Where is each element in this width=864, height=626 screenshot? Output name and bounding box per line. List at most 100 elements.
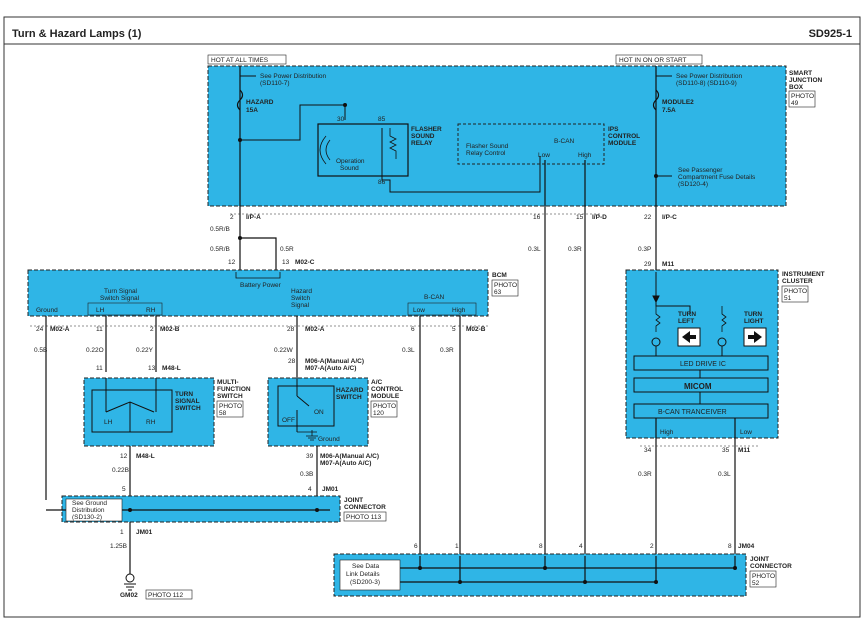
mfs-lh-label: LH <box>104 419 113 426</box>
svg-text:M11: M11 <box>662 261 675 268</box>
svg-text:M02-A: M02-A <box>50 326 70 333</box>
svg-text:SWITCH: SWITCH <box>336 394 362 401</box>
svg-text:TURN: TURN <box>744 311 762 318</box>
turn-lh-label: LH <box>96 307 105 314</box>
cluster-led-feed <box>655 302 691 314</box>
svg-text:See Data: See Data <box>352 563 379 570</box>
turn-left-label: TURN LEFT <box>678 311 696 325</box>
ips-module-label: IPS CONTROL MODULE <box>608 126 640 147</box>
svg-text:(SD130-2): (SD130-2) <box>72 514 102 521</box>
svg-text:15: 15 <box>576 214 584 221</box>
svg-text:M07-A(Auto A/C): M07-A(Auto A/C) <box>305 365 356 372</box>
splice-dot <box>238 138 242 142</box>
svg-text:INSTRUMENT: INSTRUMENT <box>782 271 825 278</box>
svg-text:8: 8 <box>728 543 732 550</box>
svg-text:Switch: Switch <box>291 295 311 302</box>
svg-text:22: 22 <box>644 214 652 221</box>
svg-text:BOX: BOX <box>789 84 804 91</box>
svg-text:M07-A(Auto A/C): M07-A(Auto A/C) <box>320 460 371 467</box>
splice-dot <box>343 103 347 107</box>
svg-text:1: 1 <box>455 543 459 550</box>
hot-in-on-box <box>615 54 703 65</box>
ground-icon <box>297 430 318 441</box>
module2-fuse-label: MODULE2 7.5A <box>662 99 694 114</box>
svg-text:Switch Signal: Switch Signal <box>100 295 140 302</box>
svg-text:16: 16 <box>533 214 541 221</box>
svg-text:SOUND: SOUND <box>411 133 435 140</box>
svg-text:I/P-D: I/P-D <box>592 214 607 221</box>
splice-dot <box>238 236 242 240</box>
svg-text:34: 34 <box>644 447 652 454</box>
led-drive-box <box>633 355 769 371</box>
svg-text:A/C: A/C <box>371 379 383 386</box>
ips-low-label: Low <box>538 152 550 159</box>
svg-text:0.22O: 0.22O <box>86 347 104 354</box>
bcm-title: BCM <box>492 272 507 279</box>
see-power-left: See Power Distribution (SD110-7) <box>260 73 326 87</box>
turn-sig-label: Turn Signal Switch Signal <box>100 288 140 302</box>
svg-text:11: 11 <box>96 365 103 372</box>
jr-pins: 6 1 8 4 2 8 JM04 <box>414 543 755 550</box>
svg-text:(SD110-7): (SD110-7) <box>260 80 290 87</box>
svg-text:M48-L: M48-L <box>136 453 155 460</box>
svg-text:29: 29 <box>644 261 652 268</box>
svg-text:CONTROL: CONTROL <box>371 386 403 393</box>
svg-text:SMART: SMART <box>789 70 812 77</box>
svg-text:Link Details: Link Details <box>346 571 380 578</box>
cluster-title: INSTRUMENT CLUSTER <box>782 271 825 285</box>
splice-dot <box>654 174 658 178</box>
svg-text:0.5B: 0.5B <box>34 347 47 354</box>
svg-text:I/P-C: I/P-C <box>662 214 677 221</box>
hazard-sig-label: Hazard Switch Signal <box>291 288 312 309</box>
cluster-high-label: High <box>660 429 674 436</box>
relay-sound-label: Operation Sound <box>336 158 365 172</box>
svg-text:(SD120-4): (SD120-4) <box>678 181 708 188</box>
svg-text:Flasher Sound: Flasher Sound <box>466 143 509 150</box>
ac-ground-label: Ground <box>318 436 340 443</box>
joint-right-title: JOINT CONNECTOR <box>750 556 792 570</box>
turn-switch-frame <box>91 389 173 433</box>
wire-labels-mid: 0.5B 0.22O 0.22Y 0.22W 0.3L 0.3R <box>34 347 454 354</box>
svg-text:0.22Y: 0.22Y <box>136 347 154 354</box>
module2-fuse-icon <box>652 89 660 111</box>
joint-left-photo-box <box>343 511 387 522</box>
svg-text:0.3R: 0.3R <box>568 246 582 253</box>
svg-text:7.5A: 7.5A <box>662 107 676 114</box>
svg-text:MODULE: MODULE <box>608 140 637 147</box>
svg-text:JOINT: JOINT <box>750 556 769 563</box>
hazard-fuse-label: HAZARD 15A <box>246 99 274 114</box>
svg-text:0.5R: 0.5R <box>280 246 294 253</box>
relay-ctrl-wire <box>381 128 541 193</box>
svg-text:Distribution: Distribution <box>72 507 105 514</box>
see-ground-box <box>65 498 123 522</box>
led-drive-label: LED DRIVE IC <box>680 361 726 368</box>
cluster-photo: PHOTO 51 <box>784 288 807 302</box>
ac-photo: PHOTO 120 <box>373 403 396 417</box>
page-border <box>3 16 861 618</box>
svg-text:TURN: TURN <box>175 391 193 398</box>
svg-text:0.22B: 0.22B <box>112 467 129 474</box>
hot-at-all-times-label: HOT AT ALL TIMES <box>211 57 269 64</box>
ac-bottom-conn: 39 M06-A(Manual A/C) M07-A(Auto A/C) 0.3… <box>300 453 379 478</box>
svg-text:0.3B: 0.3B <box>300 471 313 478</box>
micom-box <box>633 377 769 393</box>
svg-text:See Ground: See Ground <box>72 500 107 507</box>
see-power-right: See Power Distribution (SD110-8) (SD110-… <box>676 73 742 87</box>
bcm-high-label: High <box>452 307 466 314</box>
svg-text:PHOTO: PHOTO <box>219 403 242 410</box>
svg-text:4: 4 <box>579 543 583 550</box>
sjb-photo: PHOTO 49 <box>791 93 814 107</box>
svg-text:PHOTO: PHOTO <box>373 403 396 410</box>
splice-dot <box>128 508 132 512</box>
jl-top-pins: 5 4 JM01 <box>122 486 339 493</box>
svg-text:LEFT: LEFT <box>678 318 694 325</box>
hazard-switch-contacts <box>296 378 310 432</box>
ips-bcan-label: B-CAN <box>554 138 575 145</box>
bcm-pins: 24 M02-A 11 2 M02-B 28 M02-A 6 5 M02-B <box>36 326 486 333</box>
svg-text:PHOTO: PHOTO <box>494 282 517 289</box>
svg-text:13: 13 <box>148 365 156 372</box>
page-title: Turn & Hazard Lamps (1) <box>12 28 142 40</box>
cluster-photo-box <box>781 285 809 303</box>
gm02-photo-box <box>145 589 193 600</box>
